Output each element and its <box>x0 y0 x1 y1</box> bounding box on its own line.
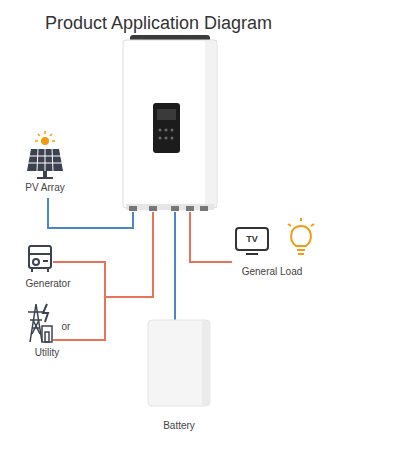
component-label-box: PV Array <box>25 182 64 194</box>
component-label: General Load <box>242 266 303 278</box>
ac-input-wire <box>53 262 105 340</box>
component-label-box: Utility <box>35 347 59 359</box>
component-label-box: Generator <box>25 278 70 290</box>
wiring <box>48 198 232 340</box>
icon-text: TV <box>246 235 258 244</box>
battery <box>148 320 210 406</box>
battery-wire <box>174 212 176 320</box>
load-icon <box>236 218 314 254</box>
diagram-title: Product Application Diagram <box>45 13 272 34</box>
generator-icon <box>29 246 51 272</box>
component-label: Battery <box>163 420 195 432</box>
component-label-box: General Load <box>242 266 303 278</box>
component-label: Generator <box>25 278 70 290</box>
inverter <box>123 35 217 211</box>
load-wire <box>190 212 232 262</box>
note-label: or <box>62 321 71 333</box>
ac-input-wire <box>105 212 153 297</box>
component-label: Utility <box>35 347 59 359</box>
component-label-box: Battery <box>163 420 195 432</box>
utility-icon <box>28 304 52 342</box>
component-label: PV Array <box>25 182 64 194</box>
pv-icon <box>27 131 63 179</box>
pv-wire <box>48 198 133 228</box>
